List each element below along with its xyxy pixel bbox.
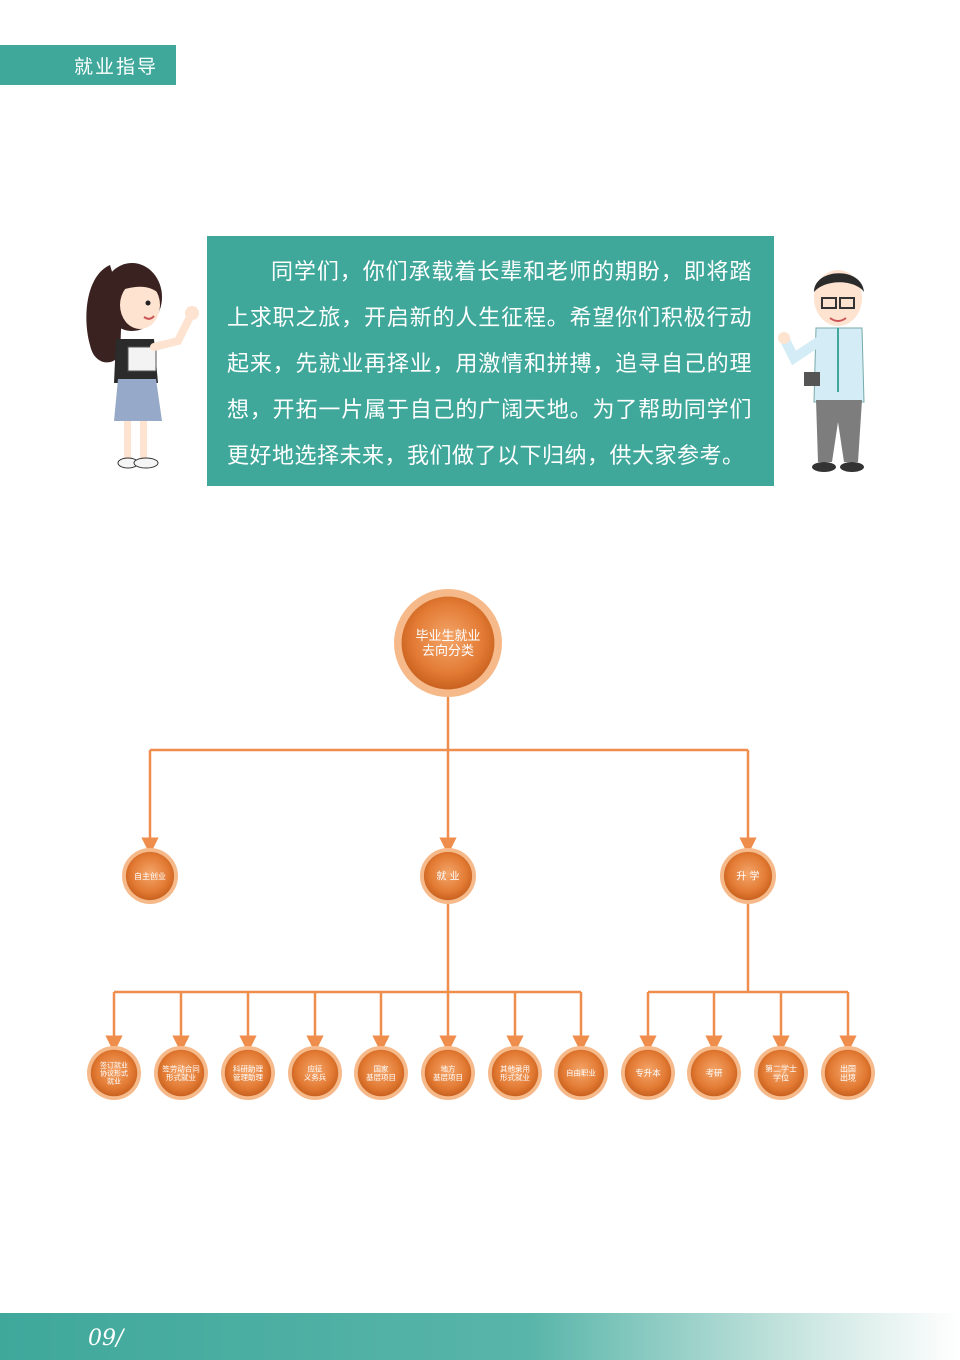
node-label: 去向分类 bbox=[422, 643, 474, 659]
node-label: 自由职业 bbox=[566, 1068, 596, 1078]
node-disc bbox=[624, 1049, 672, 1097]
node-disc bbox=[824, 1049, 872, 1097]
node-label: 义务兵 bbox=[304, 1072, 327, 1082]
node-disc bbox=[401, 596, 495, 690]
self-employment-node: 自主创业 bbox=[122, 848, 178, 904]
node-label: 签劳动合同 bbox=[162, 1063, 200, 1073]
employment-child-node: 自由职业 bbox=[554, 1046, 608, 1100]
node-disc bbox=[757, 1049, 805, 1097]
node-label: 其他录用 bbox=[500, 1063, 530, 1073]
node-label: 签订就业 bbox=[100, 1060, 128, 1069]
node-label: 基层项目 bbox=[366, 1072, 396, 1082]
tree-nodes: 毕业生就业去向分类自主创业就 业升 学签订就业协议形式就业签劳动合同形式就业科研… bbox=[87, 589, 875, 1100]
node-disc bbox=[125, 851, 175, 901]
node-label: 学位 bbox=[773, 1072, 789, 1082]
node-label: 地方 bbox=[441, 1063, 456, 1073]
node-disc bbox=[690, 1049, 738, 1097]
node-label: 形式就业 bbox=[166, 1072, 196, 1082]
section-title: 就业指导 bbox=[73, 55, 158, 78]
node-label: 就业 bbox=[107, 1077, 121, 1086]
intro-paragraph: 同学们，你们承载着长辈和老师的期盼，即将踏上求职之旅，开启新的人生征程。希望你们… bbox=[227, 260, 752, 469]
teacher-illustration bbox=[776, 262, 886, 482]
node-disc bbox=[291, 1049, 339, 1097]
node-disc bbox=[423, 851, 473, 901]
node-disc bbox=[90, 1049, 138, 1097]
node-label: 形式就业 bbox=[500, 1072, 530, 1082]
node-disc bbox=[557, 1049, 605, 1097]
node-disc bbox=[491, 1049, 539, 1097]
section-header-tab: 就业指导 bbox=[0, 45, 176, 85]
page-number: 09/ bbox=[88, 1326, 124, 1351]
node-label: 管理助理 bbox=[233, 1072, 263, 1082]
node-label: 考研 bbox=[705, 1069, 723, 1079]
employment-destination-tree: 毕业生就业去向分类自主创业就 业升 学签订就业协议形式就业签劳动合同形式就业科研… bbox=[87, 589, 875, 1100]
study-child-node: 专升本 bbox=[621, 1046, 675, 1100]
node-label: 专升本 bbox=[635, 1068, 661, 1079]
node-label: 国家 bbox=[374, 1063, 389, 1073]
node-disc bbox=[357, 1049, 405, 1097]
node-disc bbox=[723, 851, 773, 901]
employment-node: 就 业 bbox=[420, 848, 476, 904]
node-label: 基层项目 bbox=[433, 1072, 463, 1082]
node-disc bbox=[157, 1049, 205, 1097]
intro-text-box: 同学们，你们承载着长辈和老师的期盼，即将踏上求职之旅，开启新的人生征程。希望你们… bbox=[207, 236, 774, 486]
girl-illustration bbox=[82, 255, 207, 480]
node-label: 就 业 bbox=[436, 870, 459, 883]
study-child-node: 考研 bbox=[687, 1046, 741, 1100]
further-study-node: 升 学 bbox=[720, 848, 776, 904]
node-label: 第二学士 bbox=[765, 1063, 797, 1073]
node-label: 升 学 bbox=[736, 870, 759, 883]
node-label: 出境 bbox=[840, 1072, 856, 1082]
node-disc bbox=[224, 1049, 272, 1097]
tree-connectors bbox=[105, 697, 857, 1053]
node-label: 毕业生就业 bbox=[415, 629, 480, 644]
node-disc bbox=[424, 1049, 472, 1097]
footer-bar bbox=[0, 1313, 960, 1360]
node-label: 科研助理 bbox=[233, 1063, 263, 1073]
node-label: 应征 bbox=[308, 1063, 323, 1073]
node-label: 出国 bbox=[840, 1063, 856, 1073]
node-label: 协议形式 bbox=[100, 1069, 128, 1078]
node-label: 自主创业 bbox=[134, 871, 166, 881]
